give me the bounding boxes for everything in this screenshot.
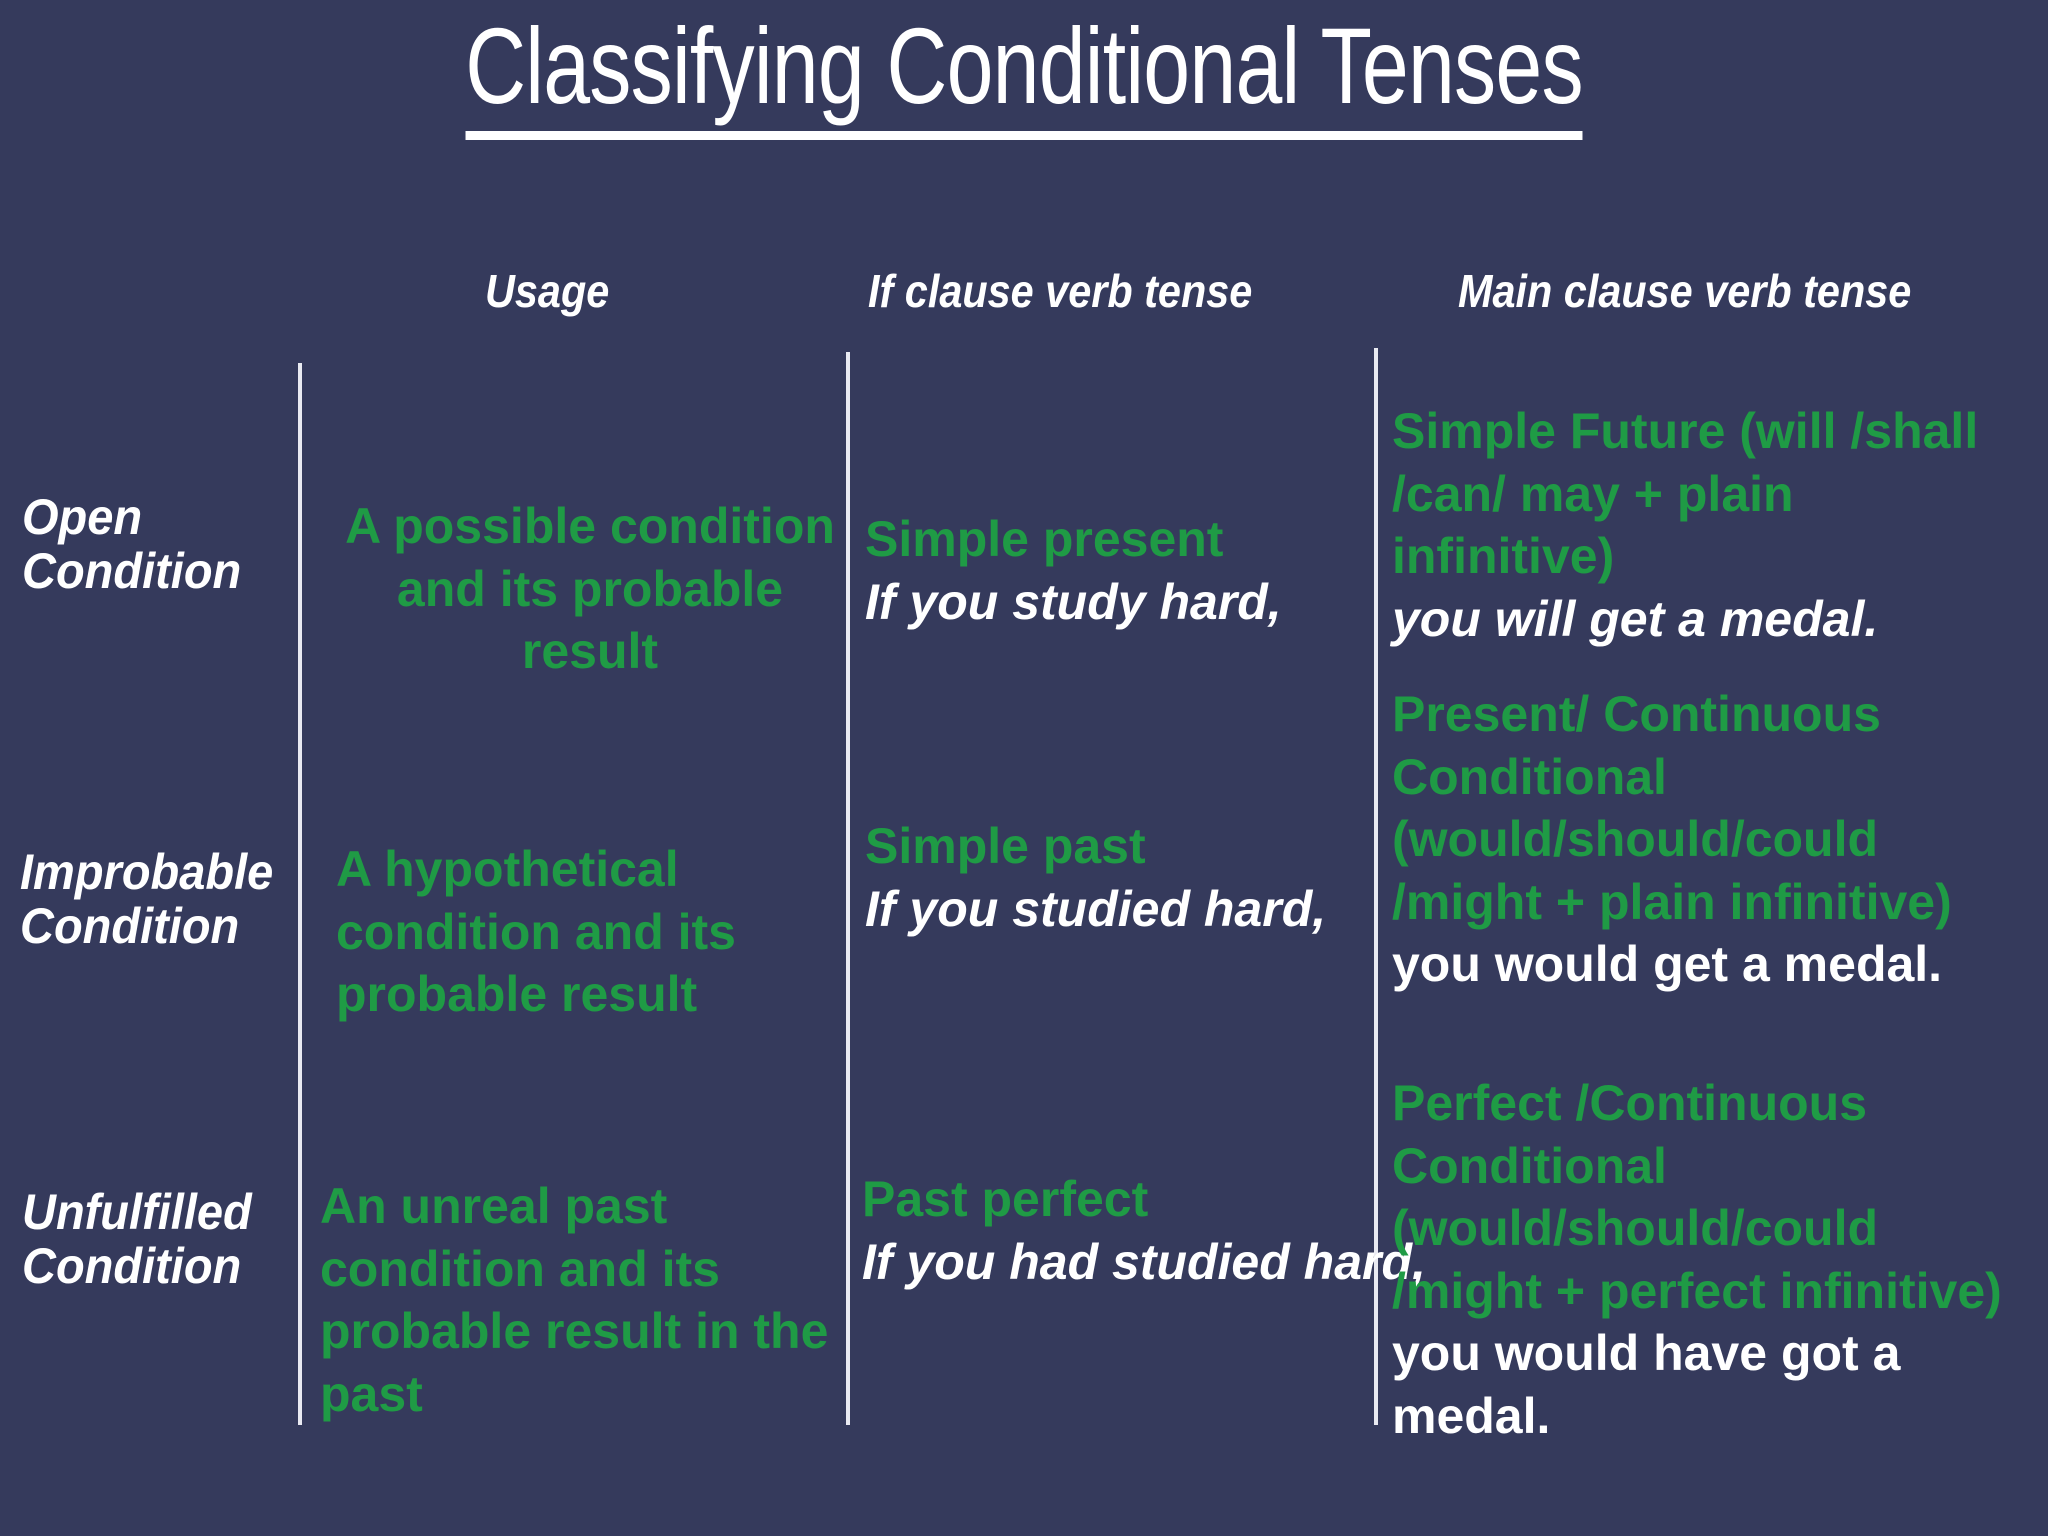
main-clause-example: you would get a medal. [1392, 936, 1943, 992]
row-label-open-condition: Open Condition [22, 490, 241, 598]
main-clause-tense: Perfect /Continuous Conditional (would/s… [1392, 1075, 2002, 1319]
if-clause-cell-unfulfilled-condition: Past perfect If you had studied hard, [862, 1168, 1426, 1293]
row-label-line-2: Condition [22, 543, 242, 599]
row-label-line-1: Improbable [20, 844, 274, 900]
main-clause-example: you will get a medal. [1392, 590, 1879, 647]
main-clause-cell-improbable-condition: Present/ Continuous Conditional (would/s… [1392, 683, 2032, 996]
main-clause-tense: Simple Future (will /shall /can/ may + p… [1392, 403, 1979, 584]
usage-cell-open-condition: A possible condition and its probable re… [330, 495, 850, 683]
usage-line-1: A hypothetical [336, 841, 679, 897]
main-clause-example: you would have got a medal. [1392, 1325, 1901, 1444]
if-clause-example: If you studied hard, [865, 880, 1327, 937]
main-clause-cell-unfulfilled-condition: Perfect /Continuous Conditional (would/s… [1392, 1072, 2032, 1447]
if-clause-cell-improbable-condition: Simple past If you studied hard, [865, 815, 1365, 940]
if-clause-tense: Past perfect [862, 1171, 1149, 1227]
main-clause-tense: Present/ Continuous Conditional (would/s… [1392, 686, 1952, 930]
if-clause-tense: Simple past [865, 818, 1146, 874]
row-label-line-1: Unfulfilled [22, 1184, 252, 1240]
row-label-line-2: Condition [20, 898, 240, 954]
usage-line-3: probable result in the [320, 1303, 829, 1359]
column-header-if-clause: If clause verb tense [868, 265, 1253, 317]
row-label-line-1: Open [22, 489, 143, 545]
if-clause-tense: Simple present [865, 511, 1224, 567]
column-divider-2 [846, 352, 850, 1425]
column-header-main-clause: Main clause verb tense [1458, 265, 1912, 317]
row-label-unfulfilled-condition: Unfulfilled Condition [22, 1185, 252, 1293]
usage-line-2: condition and its [320, 1240, 720, 1297]
page-title: Classifying Conditional Tenses [225, 7, 1822, 140]
column-divider-3 [1374, 348, 1378, 1425]
usage-line-1: A possible condition [345, 498, 835, 554]
if-clause-example: If you had studied hard, [862, 1233, 1426, 1290]
usage-line-2: and its probable result [396, 560, 784, 680]
page-title-text: Classifying Conditional Tenses [465, 7, 1584, 140]
usage-cell-improbable-condition: A hypothetical condition and its probabl… [336, 838, 836, 1026]
usage-line-2: condition and its [336, 903, 736, 960]
main-clause-cell-open-condition: Simple Future (will /shall /can/ may + p… [1392, 400, 2012, 650]
column-divider-1 [298, 363, 302, 1425]
if-clause-cell-open-condition: Simple present If you study hard, [865, 508, 1365, 633]
usage-cell-unfulfilled-condition: An unreal past condition and its probabl… [320, 1175, 830, 1425]
if-clause-example: If you study hard, [865, 573, 1282, 630]
usage-line-1: An unreal past [320, 1178, 668, 1234]
column-header-usage: Usage [485, 265, 610, 317]
row-label-line-2: Condition [22, 1238, 242, 1294]
usage-line-3: probable result [336, 966, 698, 1022]
row-label-improbable-condition: Improbable Condition [20, 845, 273, 953]
usage-line-4: past [320, 1365, 423, 1422]
